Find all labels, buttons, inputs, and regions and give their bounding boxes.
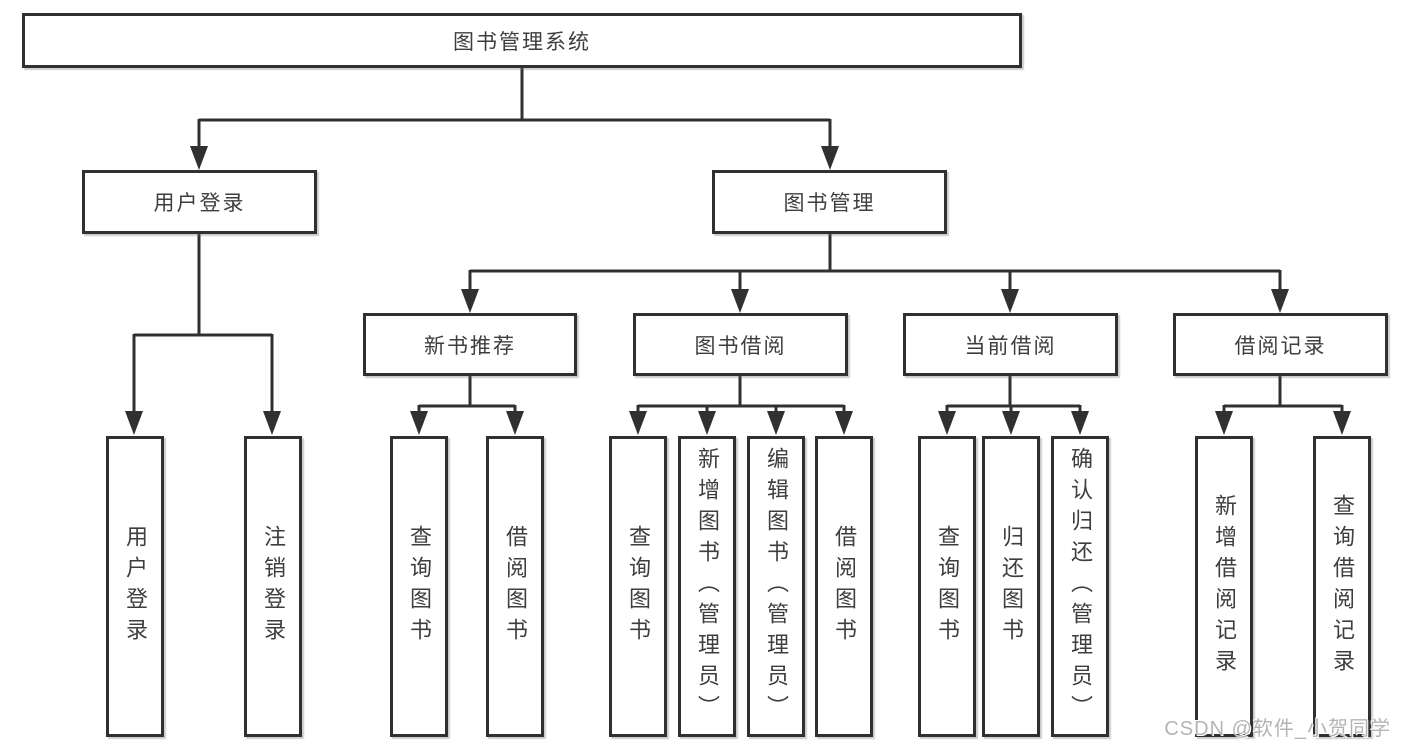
node-label: 查询图书 bbox=[626, 524, 651, 649]
node-label: 用户登录 bbox=[153, 192, 246, 215]
leaf-confirm-return-admin: 确认归还（管理员） bbox=[1051, 436, 1109, 737]
node-user-login-branch: 用户登录 bbox=[82, 170, 317, 234]
arrowhead bbox=[835, 411, 853, 435]
arrowhead bbox=[731, 289, 749, 313]
leaf-query-books-recommend: 查询图书 bbox=[390, 436, 448, 737]
node-label: 图书管理系统 bbox=[453, 30, 591, 54]
arrowhead bbox=[410, 411, 428, 435]
node-label: 注销登录 bbox=[261, 524, 286, 649]
arrowhead bbox=[1002, 411, 1020, 435]
arrowhead bbox=[263, 411, 281, 435]
arrowhead bbox=[506, 411, 524, 435]
node-label: 确认归还（管理员） bbox=[1068, 447, 1093, 726]
leaf-borrow-books-recommend: 借阅图书 bbox=[486, 436, 544, 737]
csdn-watermark: CSDN @软件_小贺同学 bbox=[1164, 718, 1391, 740]
node-book-management-branch: 图书管理 bbox=[712, 170, 947, 234]
arrowhead bbox=[461, 289, 479, 313]
node-library-management-system: 图书管理系统 bbox=[22, 13, 1022, 68]
node-label: 用户登录 bbox=[123, 524, 148, 649]
node-label: 归还图书 bbox=[999, 524, 1024, 649]
node-label: 编辑图书（管理员） bbox=[764, 447, 789, 726]
node-label: 新书推荐 bbox=[424, 334, 516, 358]
node-label: 借阅记录 bbox=[1234, 334, 1327, 358]
leaf-query-books-borrow: 查询图书 bbox=[609, 436, 667, 737]
node-label: 借阅图书 bbox=[503, 524, 528, 649]
leaf-add-book-admin: 新增图书（管理员） bbox=[678, 436, 736, 737]
arrowhead bbox=[1271, 289, 1289, 313]
arrowhead bbox=[767, 411, 785, 435]
leaf-add-borrow-record: 新增借阅记录 bbox=[1195, 436, 1253, 737]
leaf-borrow-books: 借阅图书 bbox=[815, 436, 873, 737]
leaf-user-login: 用户登录 bbox=[106, 436, 164, 737]
arrowhead bbox=[1001, 289, 1019, 313]
arrowhead bbox=[698, 411, 716, 435]
node-label: 查询图书 bbox=[407, 524, 432, 649]
arrowhead bbox=[125, 411, 143, 435]
arrowhead bbox=[821, 146, 839, 170]
node-label: 查询图书 bbox=[935, 524, 960, 649]
node-current-borrowing: 当前借阅 bbox=[903, 313, 1118, 376]
leaf-query-books-current: 查询图书 bbox=[918, 436, 976, 737]
leaf-logout: 注销登录 bbox=[244, 436, 302, 737]
arrowhead bbox=[1333, 411, 1351, 435]
node-label: 当前借阅 bbox=[964, 334, 1057, 358]
node-new-book-recommend: 新书推荐 bbox=[363, 313, 577, 376]
arrowhead bbox=[190, 146, 208, 170]
node-label: 新增图书（管理员） bbox=[695, 447, 720, 726]
node-label: 查询借阅记录 bbox=[1330, 493, 1355, 680]
leaf-edit-book-admin: 编辑图书（管理员） bbox=[747, 436, 805, 737]
arrowhead bbox=[629, 411, 647, 435]
arrowhead bbox=[1071, 411, 1089, 435]
node-label: 借阅图书 bbox=[832, 524, 857, 649]
node-label: 新增借阅记录 bbox=[1212, 493, 1237, 680]
leaf-query-borrow-record: 查询借阅记录 bbox=[1313, 436, 1371, 737]
leaf-return-book: 归还图书 bbox=[982, 436, 1040, 737]
arrowhead bbox=[938, 411, 956, 435]
connector-path bbox=[132, 68, 1344, 416]
node-book-borrowing: 图书借阅 bbox=[633, 313, 848, 376]
node-label: 图书借阅 bbox=[694, 334, 787, 358]
arrowhead bbox=[1215, 411, 1233, 435]
node-borrowing-records: 借阅记录 bbox=[1173, 313, 1388, 376]
node-label: 图书管理 bbox=[783, 192, 876, 215]
